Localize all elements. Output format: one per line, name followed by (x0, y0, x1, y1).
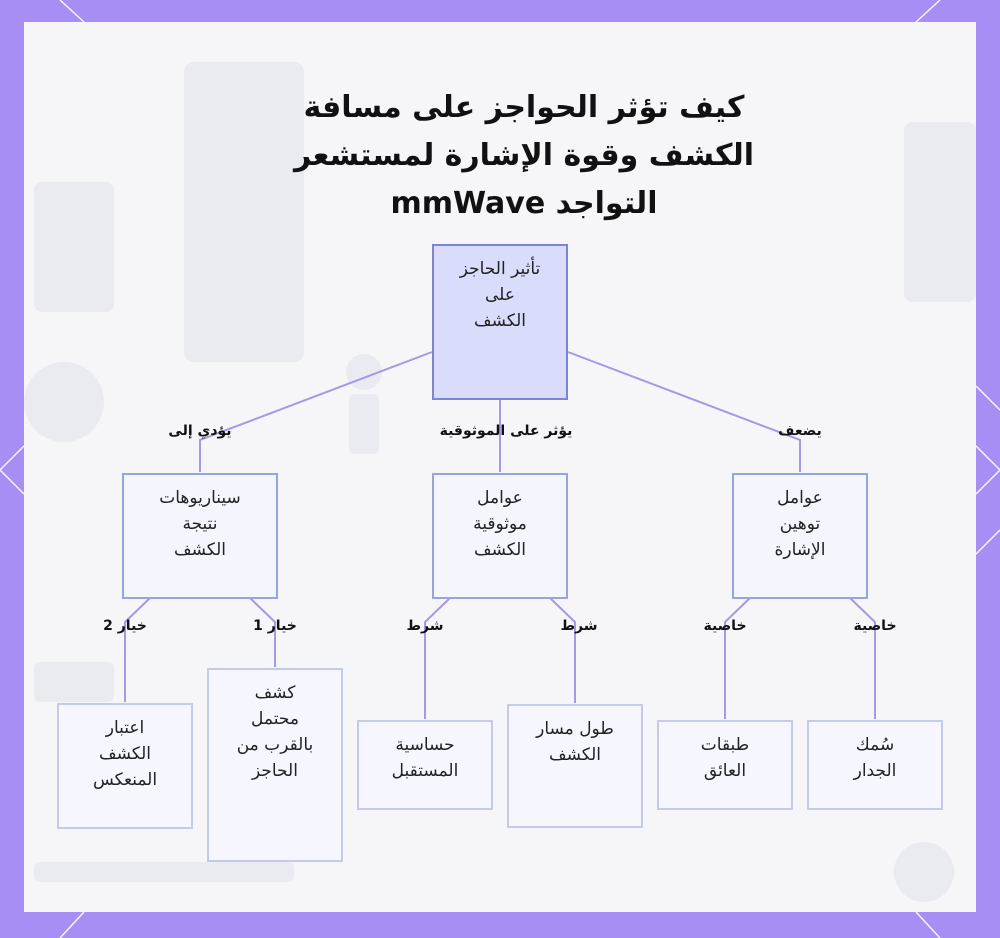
node-attenuation-line: عوامل (777, 488, 823, 508)
node-reflection-line: الكشف (98, 744, 152, 764)
edge-scenarios-reflection (124, 597, 151, 702)
edge-root-scenarios (199, 351, 433, 472)
edge-label-property-b: خاصية (853, 618, 897, 634)
node-reliability-line: الكشف (473, 540, 527, 560)
edge-attenuation-layers (724, 597, 751, 719)
node-path-length-line: طول مسار (536, 719, 614, 739)
node-root-line: الكشف (473, 311, 527, 331)
node-layers-line: العائق (703, 761, 747, 781)
node-layers: طبقات العائق (657, 720, 793, 810)
title-line-3: التواجد mmWave (390, 186, 658, 221)
node-scenarios-line: سيناريوهات (159, 488, 241, 508)
node-near-barrier-line: كشف (254, 683, 296, 703)
node-path-length-line: الكشف (548, 745, 602, 765)
edge-label-property-a: خاصية (703, 618, 747, 634)
node-reliability-line: موثوقية (473, 514, 527, 534)
node-sensitivity-line: حساسية (395, 735, 455, 755)
edge-label-option-2: خيار 2 (103, 618, 147, 634)
diagram-panel: كيف تؤثر الحواجز على مسافة الكشف وقوة ال… (24, 22, 976, 912)
node-near-barrier: كشف محتمل بالقرب من الحاجز (207, 668, 343, 862)
node-sensitivity: حساسية المستقبل (357, 720, 493, 810)
diagram-title: كيف تؤثر الحواجز على مسافة الكشف وقوة ال… (224, 84, 824, 228)
node-near-barrier-line: الحاجز (252, 761, 298, 781)
edges-layer (124, 351, 876, 719)
edge-root-attenuation (567, 351, 801, 472)
node-scenarios-line: الكشف (173, 540, 227, 560)
node-scenarios: سيناريوهات نتيجة الكشف (122, 473, 278, 599)
title-line-1: كيف تؤثر الحواجز على مسافة (303, 90, 745, 125)
edge-label-leads-to: يؤدي إلى (168, 423, 232, 439)
node-near-barrier-line: محتمل (251, 709, 299, 729)
edge-attenuation-wall (849, 597, 876, 719)
node-root-line: على (485, 285, 515, 305)
node-sensitivity-line: المستقبل (391, 761, 459, 781)
node-reflection: اعتبار الكشف المنعكس (57, 703, 193, 829)
edge-label-option-1: خيار 1 (253, 618, 297, 634)
node-reflection-line: المنعكس (92, 770, 158, 790)
node-wall-thickness-line: سُمك (855, 735, 895, 755)
node-near-barrier-line: بالقرب من (236, 735, 314, 755)
node-layers-line: طبقات (700, 735, 750, 755)
node-wall-thickness: سُمك الجدار (807, 720, 943, 810)
background-watermark (24, 62, 976, 902)
edge-label-affects-reliability: يؤثر على الموثوقية (439, 423, 573, 439)
node-reliability-line: عوامل (477, 488, 523, 508)
node-root-line: تأثير الحاجز (459, 259, 541, 279)
edge-label-condition-b: شرط (560, 618, 598, 634)
edge-reliability-sensitivity (424, 597, 451, 719)
edge-label-weakens: يضعف (778, 423, 822, 439)
edge-label-condition-a: شرط (406, 618, 444, 634)
title-line-2: الكشف وقوة الإشارة لمستشعر (293, 138, 755, 173)
edge-reliability-path (549, 597, 576, 703)
node-attenuation-line: الإشارة (774, 540, 826, 560)
node-path-length: طول مسار الكشف (507, 704, 643, 828)
node-reflection-line: اعتبار (105, 718, 145, 738)
node-scenarios-line: نتيجة (182, 514, 218, 534)
node-attenuation: عوامل توهين الإشارة (732, 473, 868, 599)
node-reliability: عوامل موثوقية الكشف (432, 473, 568, 599)
edge-scenarios-near (249, 597, 276, 667)
node-root: تأثير الحاجز على الكشف (432, 244, 568, 400)
node-attenuation-line: توهين (779, 514, 821, 534)
node-wall-thickness-line: الجدار (853, 761, 897, 781)
